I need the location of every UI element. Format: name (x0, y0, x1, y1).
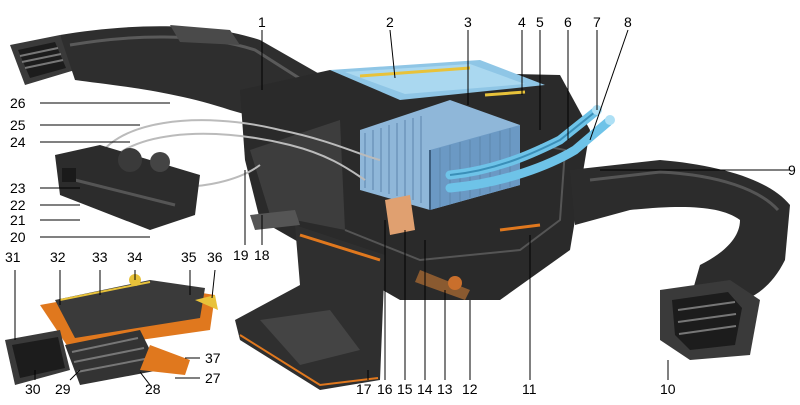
label-34: 34 (127, 249, 143, 265)
heater-control-unit (55, 145, 200, 230)
label-30: 30 (25, 381, 41, 397)
label-18: 18 (254, 247, 270, 263)
label-9: 9 (788, 162, 796, 178)
side-vent-assembly (5, 274, 218, 385)
label-24: 24 (10, 134, 26, 150)
label-1: 1 (258, 14, 266, 30)
label-19: 19 (233, 247, 249, 263)
label-29: 29 (55, 381, 71, 397)
label-32: 32 (50, 249, 66, 265)
leader-lines (14, 29, 790, 386)
label-14: 14 (417, 381, 433, 397)
label-4: 4 (518, 14, 526, 30)
label-22: 22 (10, 197, 26, 213)
label-25: 25 (10, 117, 26, 133)
right-air-outlet (660, 280, 760, 360)
label-15: 15 (397, 381, 413, 397)
label-28: 28 (145, 381, 161, 397)
label-3: 3 (464, 14, 472, 30)
radiator-cover (330, 60, 545, 100)
label-8: 8 (624, 14, 632, 30)
label-7: 7 (593, 14, 601, 30)
label-10: 10 (660, 381, 676, 397)
label-13: 13 (437, 381, 453, 397)
label-31: 31 (5, 249, 21, 265)
label-26: 26 (10, 95, 26, 111)
label-2: 2 (386, 14, 394, 30)
label-33: 33 (92, 249, 108, 265)
label-35: 35 (181, 249, 197, 265)
label-6: 6 (564, 14, 572, 30)
coolant-pipes (445, 105, 615, 193)
label-20: 20 (10, 229, 26, 245)
label-17: 17 (356, 381, 372, 397)
label-11: 11 (522, 381, 537, 397)
label-37: 37 (205, 350, 221, 366)
right-air-duct (570, 160, 790, 305)
label-27: 27 (205, 370, 221, 386)
label-36: 36 (207, 249, 223, 265)
lower-air-duct (235, 225, 385, 390)
label-21: 21 (10, 212, 26, 228)
label-16: 16 (377, 381, 393, 397)
label-12: 12 (462, 381, 478, 397)
part-number-labels: 1 2 3 4 5 6 7 8 9 10 11 12 13 14 15 16 1… (5, 14, 796, 397)
label-23: 23 (10, 180, 26, 196)
label-5: 5 (536, 14, 544, 30)
left-air-outlet (10, 35, 75, 85)
